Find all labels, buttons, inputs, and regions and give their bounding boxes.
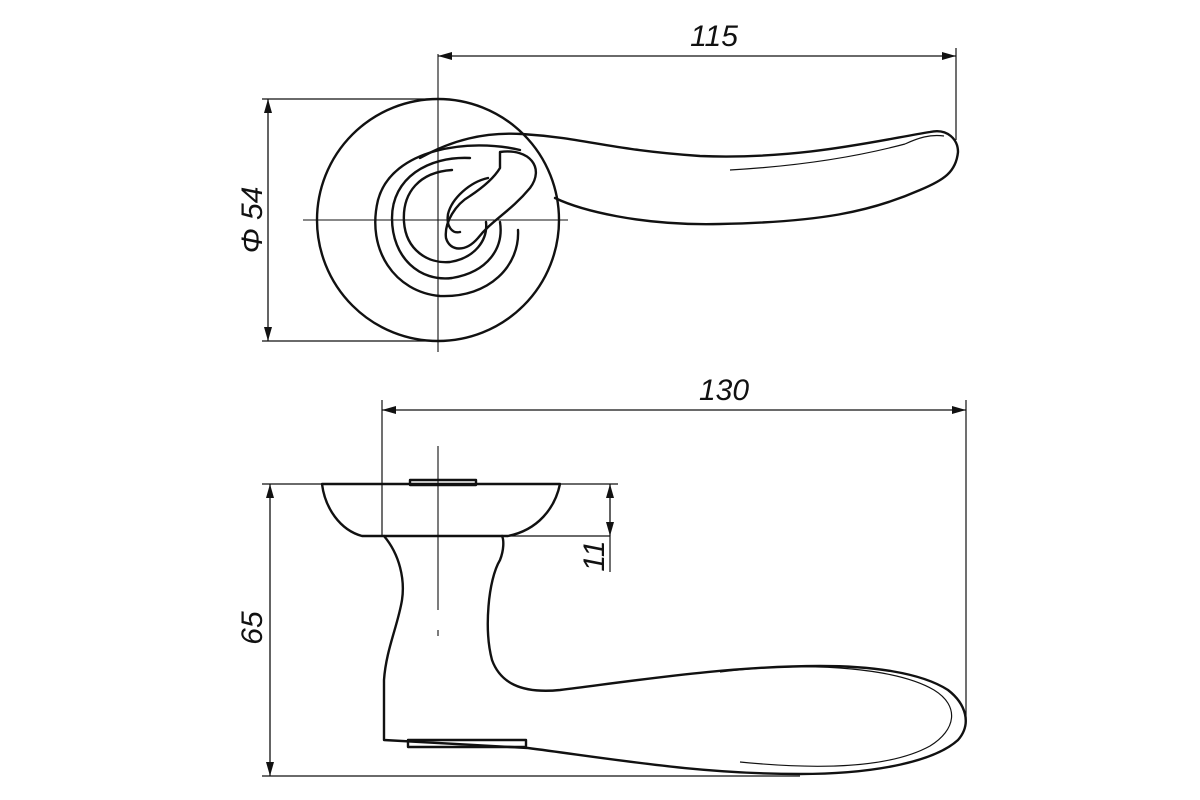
lever-body-top [418,130,960,226]
dimension-65: 65 [236,483,800,777]
dimension-label-130: 130 [699,374,749,407]
lever-groove-top [729,143,906,171]
dimension-label-11: 11 [578,540,611,571]
lever-body-side [382,534,967,776]
lever-tip-groove [904,134,945,145]
rosette-side-profile [320,482,562,538]
dimension-label-115: 115 [690,20,738,53]
leaf-ornament [444,150,537,250]
dimension-label-65: 65 [236,611,269,645]
underside-plate [406,738,528,749]
rosette-inner-ring [374,144,522,298]
lever-tip-groove-side [719,666,953,767]
leaf-inner-curl [446,176,490,234]
rosette-core-ring [402,168,488,264]
dimension-130: 130 [381,374,967,720]
dimension-diameter-54: Φ 54 [236,98,438,342]
spindle-tab [408,478,478,487]
side-view [320,446,967,776]
dimension-115: 115 [438,20,957,140]
dimension-label-diameter: Φ 54 [236,187,269,254]
rosette-middle-ring [390,156,502,280]
dimension-11: 11 [560,483,618,572]
